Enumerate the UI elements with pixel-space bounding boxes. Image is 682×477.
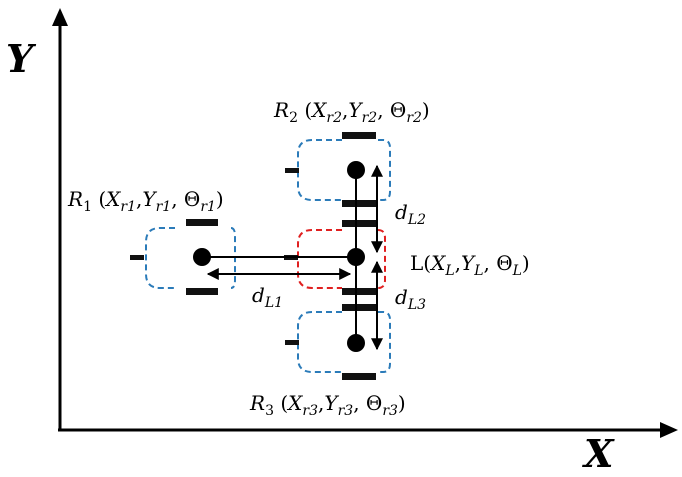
x-axis-arrowhead: [660, 422, 678, 438]
distance-label-dl2: dL2: [395, 200, 426, 228]
robot-1-center: [193, 248, 211, 266]
robot-3-shape: [285, 304, 391, 380]
robot-3-center: [347, 334, 365, 352]
robot-2-center: [347, 161, 365, 179]
distance-label-dl1: dL1: [252, 283, 283, 311]
distance-label-dl3: dL3: [395, 285, 426, 313]
x-axis-title: X: [582, 431, 615, 476]
robot-2-label: R2 (Xr2,Yr2, Θr2): [273, 98, 430, 126]
robot-2-shape: [285, 132, 391, 207]
leader-center: [347, 248, 365, 266]
robot-3-label: R3 (Xr3,Yr3, Θr3): [249, 391, 406, 419]
y-axis-title: Y: [6, 36, 37, 81]
robot-1-label: R1 (Xr1,Yr1, Θr1): [67, 187, 224, 215]
leader-label: L(XL,YL, ΘL): [410, 251, 530, 279]
y-axis-arrowhead: [52, 8, 68, 26]
